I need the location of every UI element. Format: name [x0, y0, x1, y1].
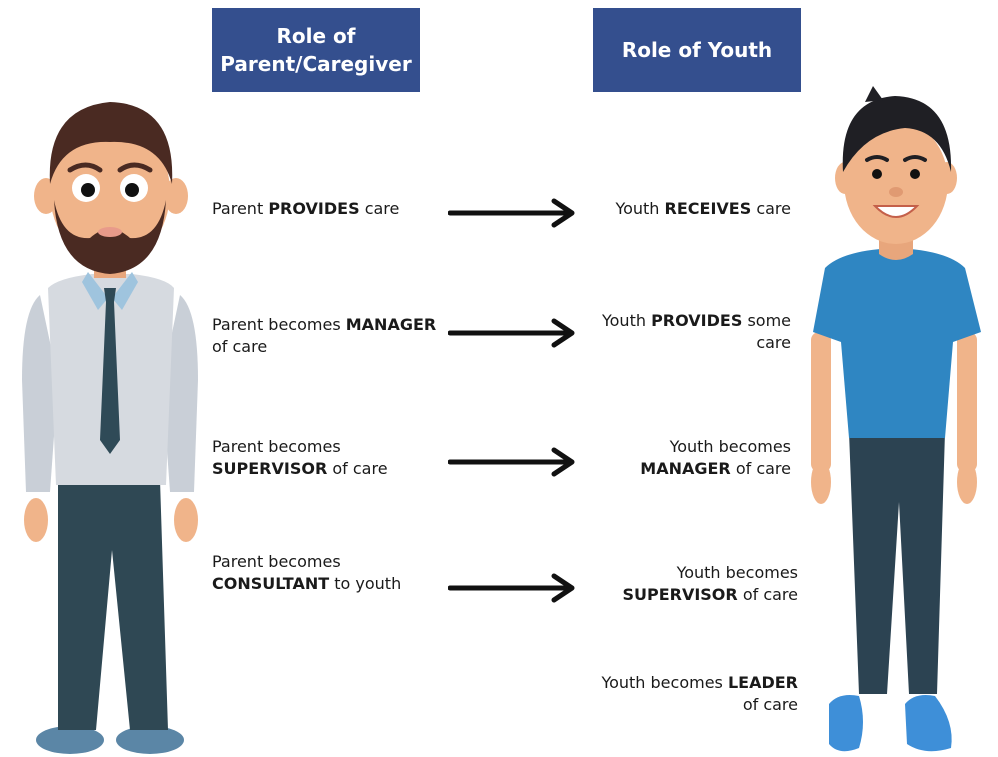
role-line: SUPERVISOR of care: [212, 459, 388, 478]
youth-role-5: Youth becomes LEADER of care: [601, 672, 798, 716]
arrow-right-icon: [448, 198, 575, 228]
arrow-right-icon: [448, 447, 575, 477]
role-line: Youth RECEIVES care: [615, 199, 791, 218]
youth-role-3: Youth becomes MANAGER of care: [640, 436, 791, 480]
parent-header-line2: Parent/Caregiver: [220, 52, 412, 76]
role-line: MANAGER of care: [640, 459, 791, 478]
role-line: of care: [212, 337, 268, 356]
arrow-right-icon: [448, 573, 575, 603]
role-line: Parent becomes: [212, 437, 341, 456]
parent-role-3: Parent becomes SUPERVISOR of care: [212, 436, 388, 480]
role-line: Youth becomes LEADER: [601, 673, 798, 692]
parent-header-line1: Role of: [276, 24, 356, 48]
role-line: CONSULTANT to youth: [212, 574, 402, 593]
youth-header-line1: Role of Youth: [621, 38, 773, 62]
youth-role-2: Youth PROVIDES some care: [602, 310, 791, 354]
role-line: Youth becomes: [676, 563, 798, 582]
role-line: Parent becomes: [212, 552, 341, 571]
parent-role-1: Parent PROVIDES care: [212, 198, 399, 220]
youth-illustration: [811, 86, 981, 752]
youth-role-4: Youth becomes SUPERVISOR of care: [622, 562, 798, 606]
role-line: SUPERVISOR of care: [622, 585, 798, 604]
arrow-right-icon: [448, 318, 575, 348]
role-line: of care: [742, 695, 798, 714]
role-line: Parent PROVIDES care: [212, 199, 400, 218]
role-line: Parent becomes MANAGER: [212, 315, 437, 334]
youth-header: Role of Youth: [593, 8, 801, 92]
role-line: care: [756, 333, 791, 352]
parent-illustration: [22, 102, 198, 754]
role-line: Youth becomes: [669, 437, 791, 456]
parent-role-4: Parent becomes CONSULTANT to youth: [212, 551, 401, 595]
role-line: Youth PROVIDES some: [601, 311, 791, 330]
parent-caregiver-header: Role of Parent/Caregiver: [212, 8, 420, 92]
youth-role-1: Youth RECEIVES care: [615, 198, 791, 220]
parent-role-2: Parent becomes MANAGER of care: [212, 314, 436, 358]
